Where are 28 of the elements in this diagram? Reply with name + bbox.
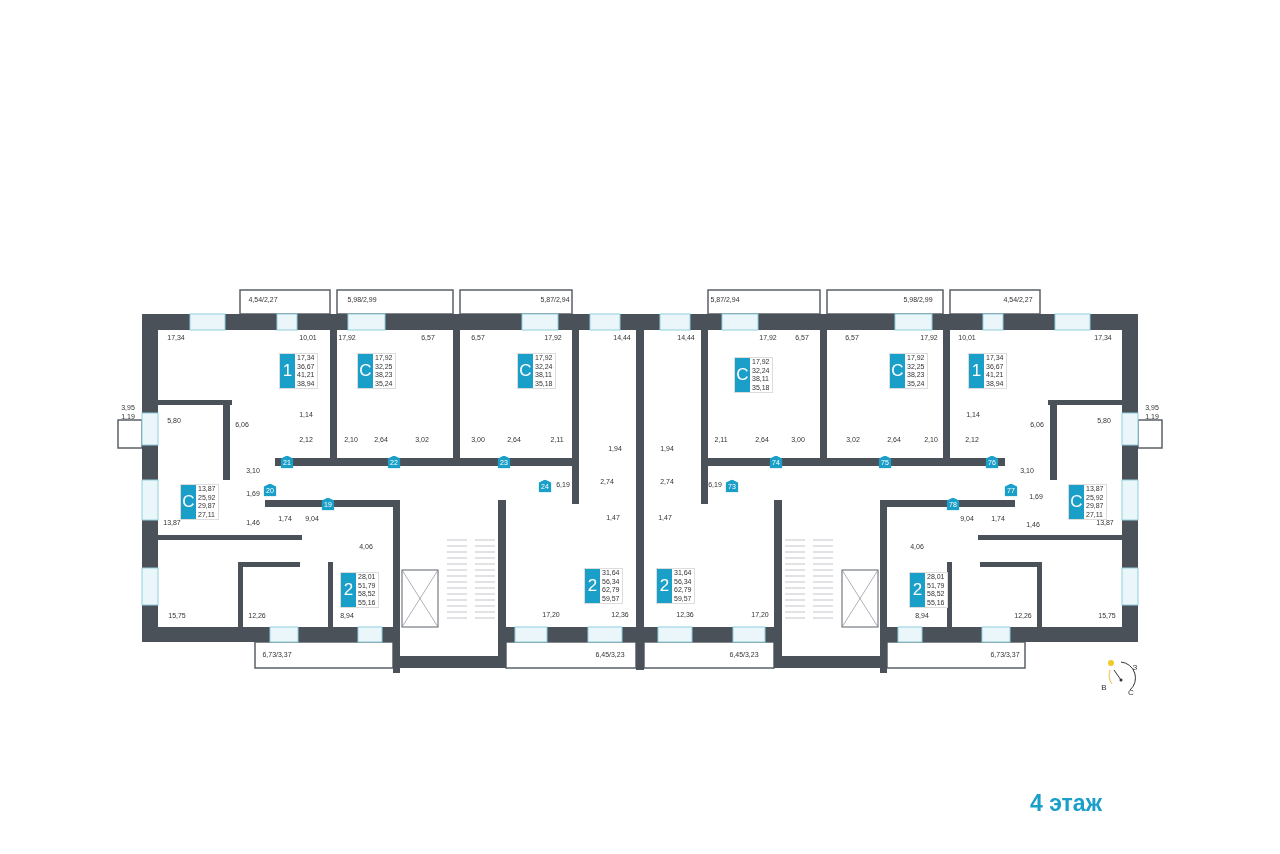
- compass-letter: В: [1101, 684, 1107, 692]
- apartment-type-badge: С: [1069, 485, 1084, 519]
- apartment-info-card: [1068, 484, 1107, 520]
- apartment-type-badge: 2: [910, 573, 925, 607]
- compass-letter: С: [1128, 689, 1134, 697]
- apartment-info-card: [968, 353, 1007, 389]
- apartment-type-badge: 2: [585, 569, 600, 603]
- apartment-info-card: [909, 572, 948, 608]
- apartment-type-badge: 2: [657, 569, 672, 603]
- apartment-type-badge: С: [358, 354, 373, 388]
- apartment-type-badge: С: [890, 354, 905, 388]
- apartment-type-badge: С: [518, 354, 533, 388]
- apartment-type-badge: 2: [341, 573, 356, 607]
- apartment-info-card: [584, 568, 623, 604]
- apartment-info-card: [279, 353, 318, 389]
- apartment-info-card: [180, 484, 219, 520]
- apartment-info-card: [889, 353, 928, 389]
- apartment-info-card: [517, 353, 556, 389]
- apartment-info-card: [656, 568, 695, 604]
- compass-letter: З: [1132, 664, 1138, 672]
- apartment-info-card: [357, 353, 396, 389]
- apartment-info-card: [734, 357, 773, 393]
- apartment-type-badge: С: [181, 485, 196, 519]
- floor-title: 4 этаж: [1030, 790, 1102, 817]
- apartment-info-card: [340, 572, 379, 608]
- apartment-type-badge: С: [735, 358, 750, 392]
- apartment-type-badge: 1: [280, 354, 295, 388]
- apartment-type-badge: 1: [969, 354, 984, 388]
